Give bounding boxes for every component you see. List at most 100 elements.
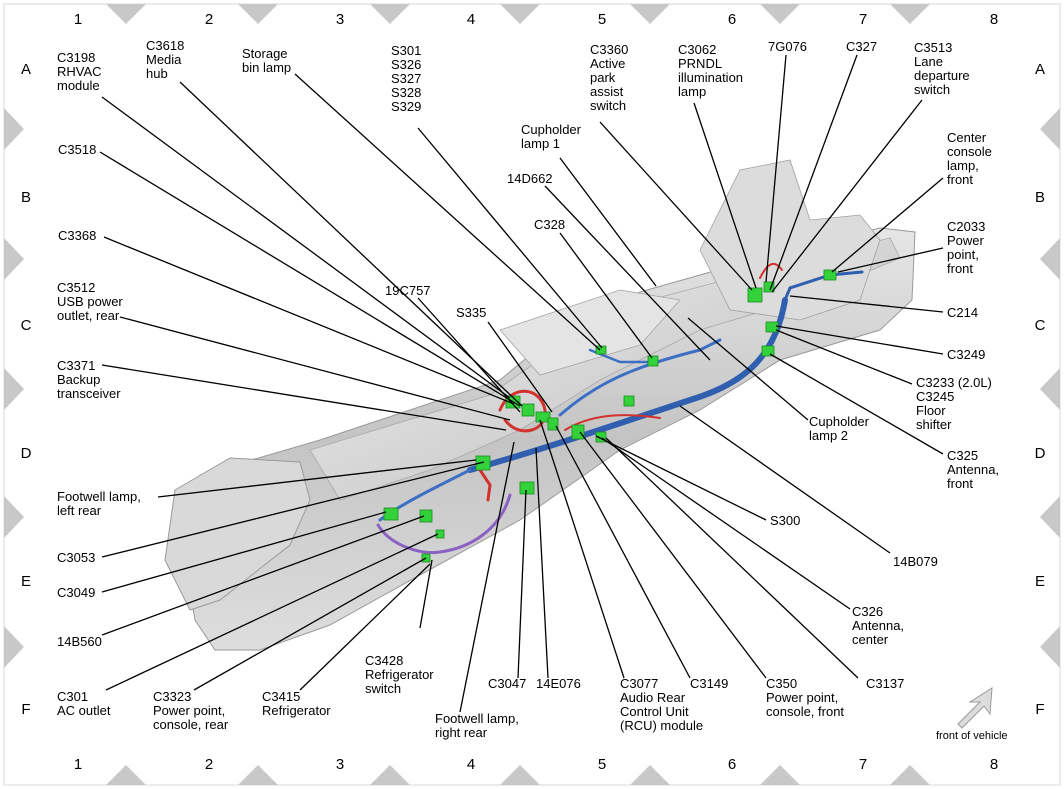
grid-col-bottom-4: 4 xyxy=(467,756,475,773)
connector xyxy=(765,321,779,333)
label-line: C3047 xyxy=(488,676,527,691)
connector xyxy=(761,345,775,357)
label-line: Audio Rear xyxy=(620,690,686,705)
label-line: C214 xyxy=(947,305,979,320)
label-line: front xyxy=(947,172,974,187)
label-line: C3368 xyxy=(58,228,97,243)
label-line: hub xyxy=(146,66,168,81)
label-line: console, rear xyxy=(153,717,229,732)
label-line: 14D662 xyxy=(507,171,553,186)
label-s300: S300 xyxy=(770,514,800,528)
label-footwell-lamp-left-rear: Footwell lamp,left rear xyxy=(57,490,141,518)
grid-col-bottom-7: 7 xyxy=(859,756,867,773)
label-14b079: 14B079 xyxy=(893,555,938,569)
grid-row-left-D: D xyxy=(21,445,32,462)
connector xyxy=(435,529,445,539)
connector xyxy=(383,507,399,521)
grid-col-bottom-6: 6 xyxy=(728,756,736,773)
label-line: assist xyxy=(590,84,624,99)
label-line: Footwell lamp, xyxy=(57,489,141,504)
label-line: 7G076 xyxy=(768,39,808,54)
label-c3047: C3047 xyxy=(488,677,526,691)
label-line: front xyxy=(947,261,974,276)
label-line: departure xyxy=(914,68,970,83)
label-line: 14E076 xyxy=(536,676,581,691)
label-line: Floor xyxy=(916,403,946,418)
grid-row-right-D: D xyxy=(1035,445,1046,462)
grid-col-bottom-3: 3 xyxy=(336,756,344,773)
label-line: S300 xyxy=(770,513,801,528)
grid-col-bottom-1: 1 xyxy=(74,756,82,773)
connector xyxy=(623,395,635,407)
label-line: shifter xyxy=(916,417,952,432)
label-14e076: 14E076 xyxy=(536,677,581,691)
label-line: S327 xyxy=(391,71,422,86)
label-c328: C328 xyxy=(534,218,565,232)
label-line: park xyxy=(590,70,616,85)
label-line: console, front xyxy=(766,704,845,719)
label-line: 19C757 xyxy=(385,283,431,298)
label-line: AC outlet xyxy=(57,703,111,718)
label-line: RHVAC xyxy=(57,64,102,79)
label-line: C3077 xyxy=(620,676,659,691)
connector xyxy=(475,455,491,471)
label-7g076: 7G076 xyxy=(768,40,807,54)
label-19c757: 19C757 xyxy=(385,284,431,298)
label-line: Footwell lamp, xyxy=(435,711,519,726)
label-line: C3198 xyxy=(57,50,96,65)
grid-row-right-B: B xyxy=(1035,189,1045,206)
connector xyxy=(419,509,433,523)
grid-col-top-3: 3 xyxy=(336,11,344,28)
label-line: Refrigerator xyxy=(365,667,434,682)
connector xyxy=(747,287,763,303)
label-line: (RCU) module xyxy=(620,718,704,733)
label-line: C325 xyxy=(947,448,979,463)
label-line: C326 xyxy=(852,604,884,619)
grid-row-right-E: E xyxy=(1035,573,1045,590)
grid-col-top-1: 1 xyxy=(74,11,82,28)
label-line: C3518 xyxy=(58,142,97,157)
label-line: C3360 xyxy=(590,42,629,57)
label-line: Power point, xyxy=(766,690,839,705)
label-line: C3049 xyxy=(57,585,96,600)
label-line: Control Unit xyxy=(620,704,689,719)
grid-col-bottom-8: 8 xyxy=(990,756,998,773)
label-line: Antenna, xyxy=(852,618,905,633)
label-line: Cupholder xyxy=(809,414,869,429)
label-c3137: C3137 xyxy=(866,677,904,691)
label-line: Refrigerator xyxy=(262,703,331,718)
label-line: C3137 xyxy=(866,676,905,691)
label-line: C3249 xyxy=(947,347,986,362)
label-line: C3415 xyxy=(262,689,301,704)
label-line: C3149 xyxy=(690,676,729,691)
blue-branch-front xyxy=(783,270,864,302)
label-c3053: C3053 xyxy=(57,551,95,565)
label-line: lamp, xyxy=(947,158,979,173)
label-line: bin lamp xyxy=(242,60,292,75)
label-line: transceiver xyxy=(57,386,121,401)
label-c3249: C3249 xyxy=(947,348,985,362)
rear-armrest xyxy=(164,457,311,611)
grid-row-left-C: C xyxy=(21,317,32,334)
blue-branch-upper xyxy=(558,338,722,417)
label-line: C328 xyxy=(534,217,566,232)
grid-markers xyxy=(4,4,1060,785)
label-14d662: 14D662 xyxy=(507,172,553,186)
red-wire-left xyxy=(478,468,492,502)
label-line: C327 xyxy=(846,39,878,54)
label-line: switch xyxy=(365,681,402,696)
front-of-vehicle-label: front of vehicle xyxy=(936,730,1008,742)
